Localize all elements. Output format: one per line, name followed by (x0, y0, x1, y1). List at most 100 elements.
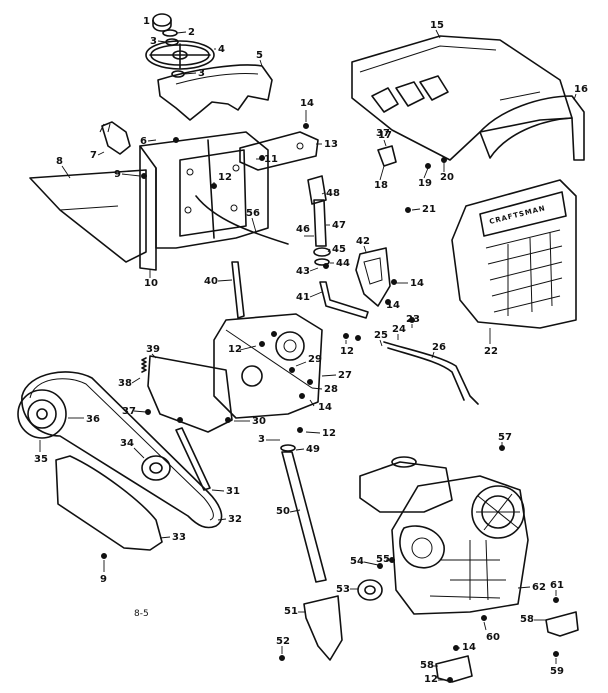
callout-40: 40 (204, 276, 218, 287)
callout-44: 44 (336, 258, 350, 269)
callout-27: 27 (338, 370, 352, 381)
callout-61: 61 (550, 580, 564, 591)
callout-22: 22 (484, 346, 498, 357)
callout-6: 6 (140, 136, 147, 147)
callout-9: 9 (114, 169, 121, 180)
callout-12c: 12 (228, 344, 242, 355)
callout-26: 26 (432, 342, 446, 353)
callout-28: 28 (324, 384, 338, 395)
callout-14c: 14 (386, 300, 400, 311)
callout-36: 36 (86, 414, 100, 425)
callout-18: 18 (374, 180, 388, 191)
engine-pulley (17, 389, 67, 439)
callout-15: 15 (430, 20, 444, 31)
callout-32: 32 (228, 514, 242, 525)
callout-43: 43 (296, 266, 310, 277)
callout-58a: 58 (520, 614, 534, 625)
callout-1: 1 (143, 16, 150, 27)
callout-10: 10 (144, 278, 158, 289)
idler-arm (175, 427, 211, 491)
callout-4: 4 (218, 44, 225, 55)
dash-panel (157, 64, 273, 121)
callout-34: 34 (120, 438, 134, 449)
callout-12e: 12 (424, 674, 438, 685)
callout-52: 52 (276, 636, 290, 647)
callout-41: 41 (296, 292, 310, 303)
steering-lever (303, 595, 343, 661)
callout-31: 31 (226, 486, 240, 497)
callout-16: 16 (574, 84, 588, 95)
callout-55: 55 (376, 554, 390, 565)
hood (351, 35, 573, 161)
callout-2: 2 (188, 27, 195, 38)
belt-guard (55, 455, 163, 551)
hood-latch (377, 145, 397, 167)
callout-7: 7 (90, 150, 97, 161)
callout-23: 23 (406, 314, 420, 325)
lower-bracket-bottom (435, 655, 473, 683)
callout-57a: 57 (498, 432, 512, 443)
idler-pulley (141, 455, 171, 481)
pedal-shaft (319, 281, 369, 319)
callout-51: 51 (284, 606, 298, 617)
callout-14d: 14 (318, 402, 332, 413)
clutch-rod (383, 341, 479, 405)
steering-shaft (281, 451, 327, 583)
callout-39: 39 (146, 344, 160, 355)
callout-59: 59 (550, 666, 564, 677)
shaft-tube (313, 199, 327, 247)
callout-14e: 14 (462, 642, 476, 653)
callout-17: 17 (378, 130, 392, 141)
hardware-fasteners (101, 123, 559, 683)
callout-9b: 9 (100, 574, 107, 585)
side-panel (29, 169, 147, 263)
callout-42: 42 (356, 236, 370, 247)
page-label: 8-5 (134, 609, 149, 619)
lower-bracket-right (545, 611, 579, 637)
callout-30: 30 (252, 416, 266, 427)
throttle-bracket (239, 131, 319, 171)
side-plate (147, 355, 233, 433)
callout-8: 8 (56, 156, 63, 167)
shift-lever (231, 261, 245, 319)
callout-labels: 1 2 3 4 3 5 6 7 8 9 10 11 12 13 14 15 16… (34, 16, 588, 685)
callout-47: 47 (332, 220, 346, 231)
engine (359, 456, 529, 615)
steering-wheel-assembly (145, 13, 215, 78)
callout-3b: 3 (198, 68, 205, 79)
callout-48: 48 (326, 188, 340, 199)
drive-belt (21, 371, 223, 529)
callout-29a: 29 (308, 354, 322, 365)
callout-35: 35 (34, 454, 48, 465)
callout-60: 60 (486, 632, 500, 643)
switch-bracket (101, 121, 131, 155)
callout-50: 50 (276, 506, 290, 517)
transmission-bracket (213, 313, 323, 419)
callout-3c: 3 (258, 434, 265, 445)
callout-46: 46 (296, 224, 310, 235)
callout-38: 38 (118, 378, 132, 389)
callout-58b: 58 (420, 660, 434, 671)
engine-drive-pulley (357, 579, 383, 601)
callout-37: 37 (122, 406, 136, 417)
callout-5: 5 (256, 50, 263, 61)
callout-12b: 12 (340, 346, 354, 357)
callout-25: 25 (374, 330, 388, 341)
hood-trim (479, 95, 585, 161)
callout-11: 11 (264, 154, 278, 165)
callout-62: 62 (532, 582, 546, 593)
callout-3: 3 (150, 36, 157, 47)
callout-14a: 14 (300, 98, 314, 109)
callout-14b: 14 (410, 278, 424, 289)
callout-19: 19 (418, 178, 432, 189)
callout-12d: 12 (322, 428, 336, 439)
callout-37b: 37 (376, 128, 390, 139)
callout-33: 33 (172, 532, 186, 543)
brake-pedal (355, 247, 391, 307)
dash-support-frame (139, 131, 269, 271)
callout-53: 53 (336, 584, 350, 595)
callout-12a: 12 (218, 172, 232, 183)
callout-13: 13 (324, 139, 338, 150)
callout-21: 21 (422, 204, 436, 215)
